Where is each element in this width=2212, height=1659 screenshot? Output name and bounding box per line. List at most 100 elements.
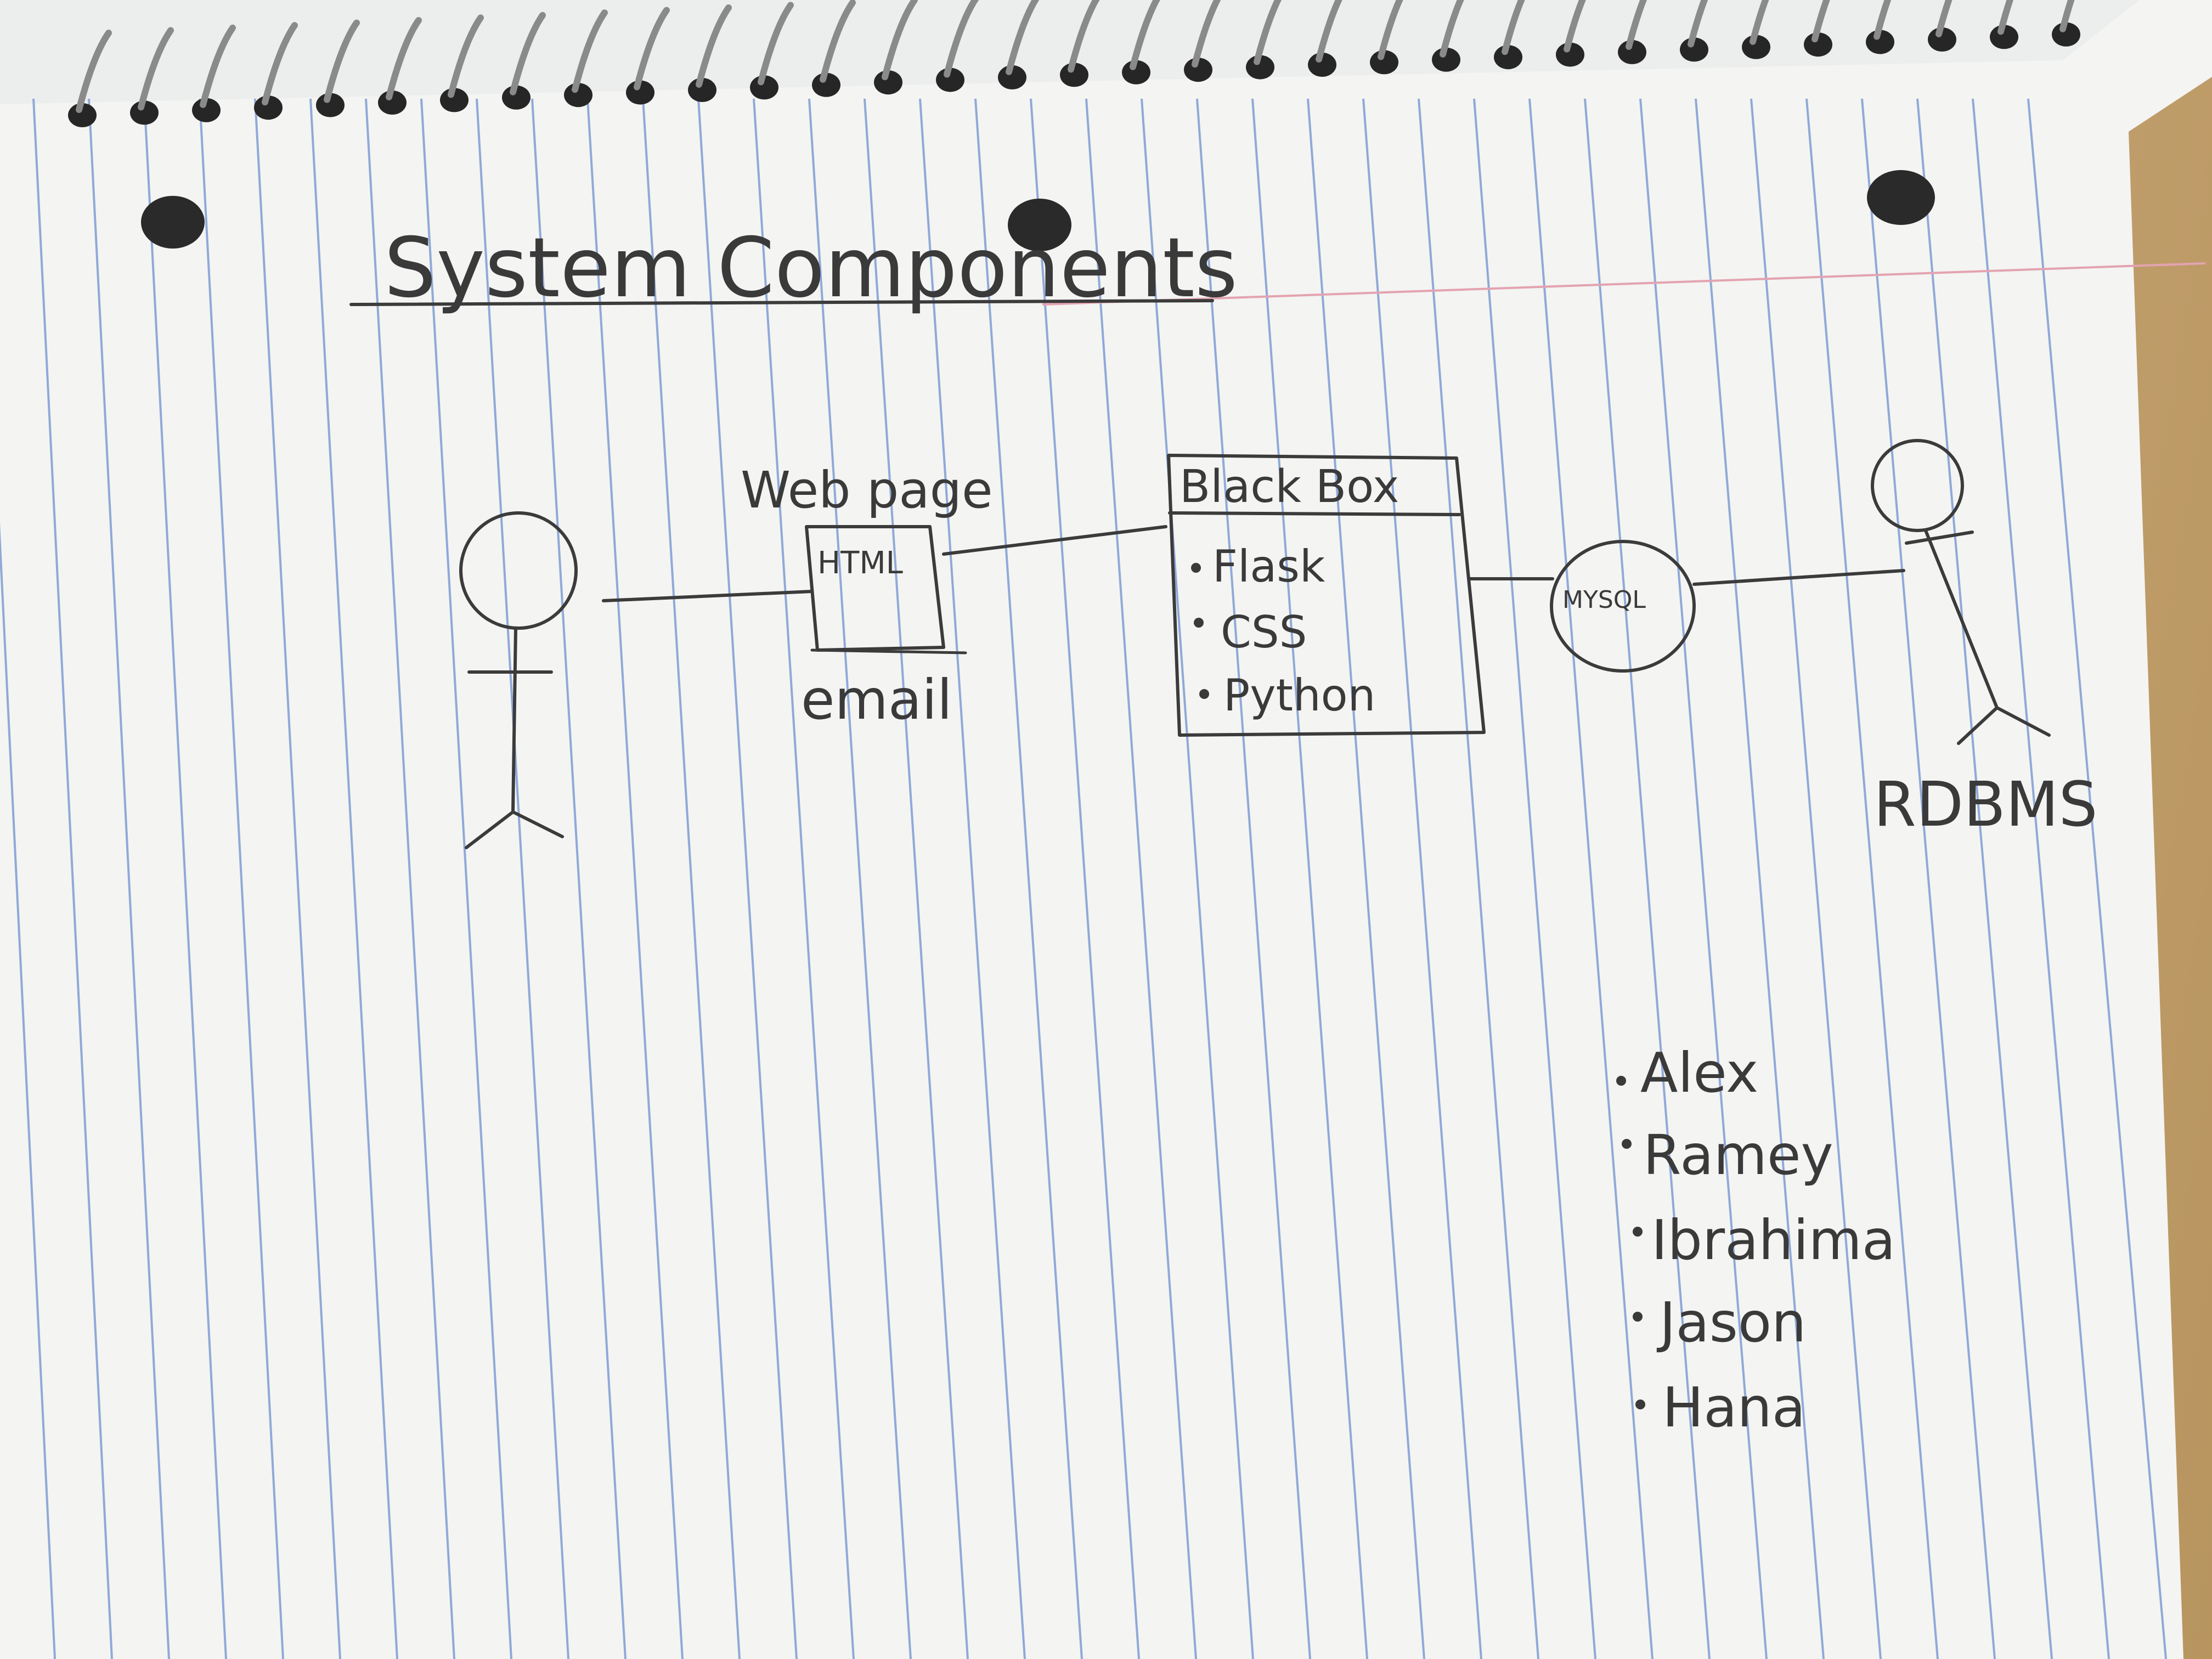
rule-line xyxy=(254,98,341,1659)
rdbms-arms xyxy=(1905,531,1974,545)
team-member-name: Ramey xyxy=(1643,1123,1833,1187)
rdbms-head xyxy=(1871,439,1964,532)
punch-hole-left xyxy=(141,196,205,249)
rule-line xyxy=(309,98,398,1659)
spiral-hole xyxy=(254,95,283,120)
spiral-coil xyxy=(634,7,670,91)
spiral-hole xyxy=(1184,58,1212,82)
spiral-hole xyxy=(378,91,407,115)
rule-line xyxy=(1251,98,1368,1659)
spiral-hole xyxy=(1432,47,1460,72)
html-label: HTML xyxy=(817,545,903,581)
rule-line xyxy=(476,98,569,1659)
rule-line xyxy=(1528,98,1654,1659)
spiral-coil xyxy=(1192,0,1221,68)
rule-line xyxy=(88,98,170,1659)
spiral-coil xyxy=(510,12,546,95)
user-body xyxy=(511,627,517,814)
rule-line xyxy=(32,98,113,1659)
rule-line xyxy=(2027,98,2167,1659)
team-bullet xyxy=(1635,1400,1645,1409)
black-box-title: Black Box xyxy=(1180,461,1399,513)
spiral-coil xyxy=(572,9,608,93)
rdbms-body xyxy=(1924,529,1999,709)
team-member-list: Alex Ramey Ibrahima Jason Hana xyxy=(1616,1041,1895,1440)
spiral-hole xyxy=(1122,60,1150,84)
rule-line xyxy=(586,98,684,1659)
rule-line xyxy=(1307,98,1425,1659)
spiral-coil xyxy=(1936,0,1953,37)
spiral-hole xyxy=(1742,35,1770,59)
rule-line xyxy=(1972,98,2110,1659)
spiral-hole xyxy=(626,80,654,105)
rule-line xyxy=(1085,98,1197,1659)
black-box-item-python: Python xyxy=(1223,670,1375,721)
spiral-hole xyxy=(936,67,964,92)
spiral-coil xyxy=(1254,0,1282,65)
black-box-divider xyxy=(1168,511,1461,516)
punch-hole-center xyxy=(1008,199,1071,251)
black-box-frame xyxy=(1167,454,1486,737)
spiral-hole xyxy=(1370,50,1398,75)
black-box: Black Box Flask CSS Python xyxy=(1167,454,1486,737)
spiral-hole xyxy=(1680,37,1708,62)
team-bullet xyxy=(1633,1227,1643,1237)
team-bullet xyxy=(1633,1312,1643,1322)
spiral-hole xyxy=(1556,42,1584,67)
rule-line xyxy=(365,98,455,1659)
team-member-name: Hana xyxy=(1662,1375,1805,1440)
rule-line xyxy=(0,522,56,1659)
email-label: email xyxy=(801,668,952,732)
rule-line xyxy=(1473,98,1596,1659)
user-legs xyxy=(465,810,564,849)
punch-hole-right xyxy=(1867,170,1935,225)
spiral-hole xyxy=(564,83,592,108)
spiral-coil xyxy=(1378,0,1403,60)
spiral-coil xyxy=(1564,0,1586,53)
spiral-hole xyxy=(1866,30,1894,54)
rule-line xyxy=(1141,98,1254,1659)
rdbms-legs xyxy=(1957,706,2051,745)
spiral-hole xyxy=(750,75,778,100)
rule-line xyxy=(531,98,627,1659)
spiral-hole xyxy=(2052,22,2080,47)
webpage-document: HTML xyxy=(805,525,967,654)
team-member-name: Alex xyxy=(1640,1041,1758,1105)
spiral-hole xyxy=(1990,25,2018,49)
connector-user-webpage xyxy=(602,590,814,602)
spiral-coil xyxy=(448,14,484,98)
rule-line xyxy=(1196,98,1311,1659)
rule-line xyxy=(1362,98,1482,1659)
team-bullet xyxy=(1616,1076,1626,1086)
spiral-hole xyxy=(1308,53,1336,77)
team-member-name: Ibrahima xyxy=(1651,1208,1895,1272)
black-box-item-flask: Flask xyxy=(1212,541,1325,592)
rule-line xyxy=(1861,98,1996,1659)
webpage-underline xyxy=(810,648,967,654)
rdbms-label: RDBMS xyxy=(1874,769,2098,840)
rule-line xyxy=(808,98,912,1659)
spiral-coil xyxy=(696,4,732,88)
spiral-coil xyxy=(1812,0,1830,43)
spiral-coil xyxy=(138,27,174,111)
mysql-label: MYSQL xyxy=(1562,586,1646,614)
spiral-hole xyxy=(502,85,531,110)
rule-line xyxy=(1750,98,1882,1659)
spiral-hole xyxy=(1804,32,1832,57)
connector-webpage-blackbox xyxy=(942,525,1167,556)
spiral-hole xyxy=(192,98,221,122)
spiral-hole xyxy=(1246,55,1274,80)
rule-line xyxy=(199,98,284,1659)
spiral-coil xyxy=(324,19,360,103)
mysql-database: MYSQL xyxy=(1550,540,1696,673)
spiral-hole xyxy=(688,78,716,102)
spiral-coil xyxy=(76,30,112,113)
black-box-item-css: CSS xyxy=(1221,607,1307,658)
rule-line xyxy=(919,98,1026,1659)
spiral-coil xyxy=(200,24,236,108)
spiral-hole xyxy=(1618,40,1646,64)
rule-line xyxy=(697,98,798,1659)
